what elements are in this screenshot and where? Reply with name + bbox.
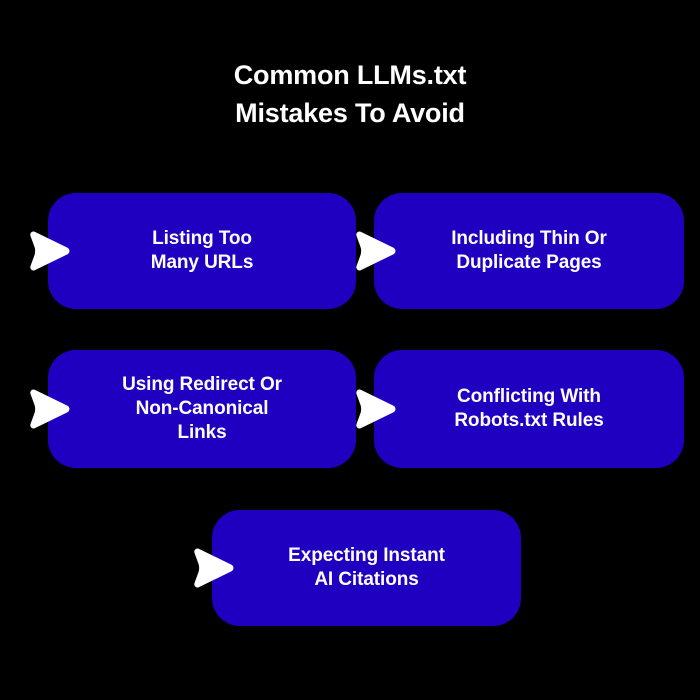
step-card-4-label: Conflicting With Robots.txt Rules — [454, 386, 604, 431]
arrow-right-icon — [26, 230, 72, 272]
step-card-2: Including Thin Or Duplicate Pages — [374, 193, 684, 309]
page-title-line-1: Common LLMs.txt — [233, 60, 467, 90]
step-card-3-label: Using Redirect Or Non-Canonical Links — [122, 374, 282, 443]
step-card-3: Using Redirect Or Non-Canonical Links — [48, 350, 356, 468]
step-card-1: Listing Too Many URLs — [48, 193, 356, 309]
step-card-5: Expecting Instant AI Citations — [212, 510, 521, 626]
arrow-right-icon — [26, 388, 72, 430]
arrow-right-icon — [190, 547, 236, 589]
page-title: Common LLMs.txt Mistakes To Avoid — [0, 56, 700, 132]
arrow-right-icon — [352, 388, 398, 430]
step-card-4: Conflicting With Robots.txt Rules — [374, 350, 684, 468]
arrow-right-icon — [352, 230, 398, 272]
step-card-5-label: Expecting Instant AI Citations — [288, 545, 445, 590]
step-card-1-label: Listing Too Many URLs — [150, 228, 254, 273]
page-title-line-2: Mistakes To Avoid — [235, 98, 465, 128]
step-card-2-label: Including Thin Or Duplicate Pages — [451, 228, 607, 273]
